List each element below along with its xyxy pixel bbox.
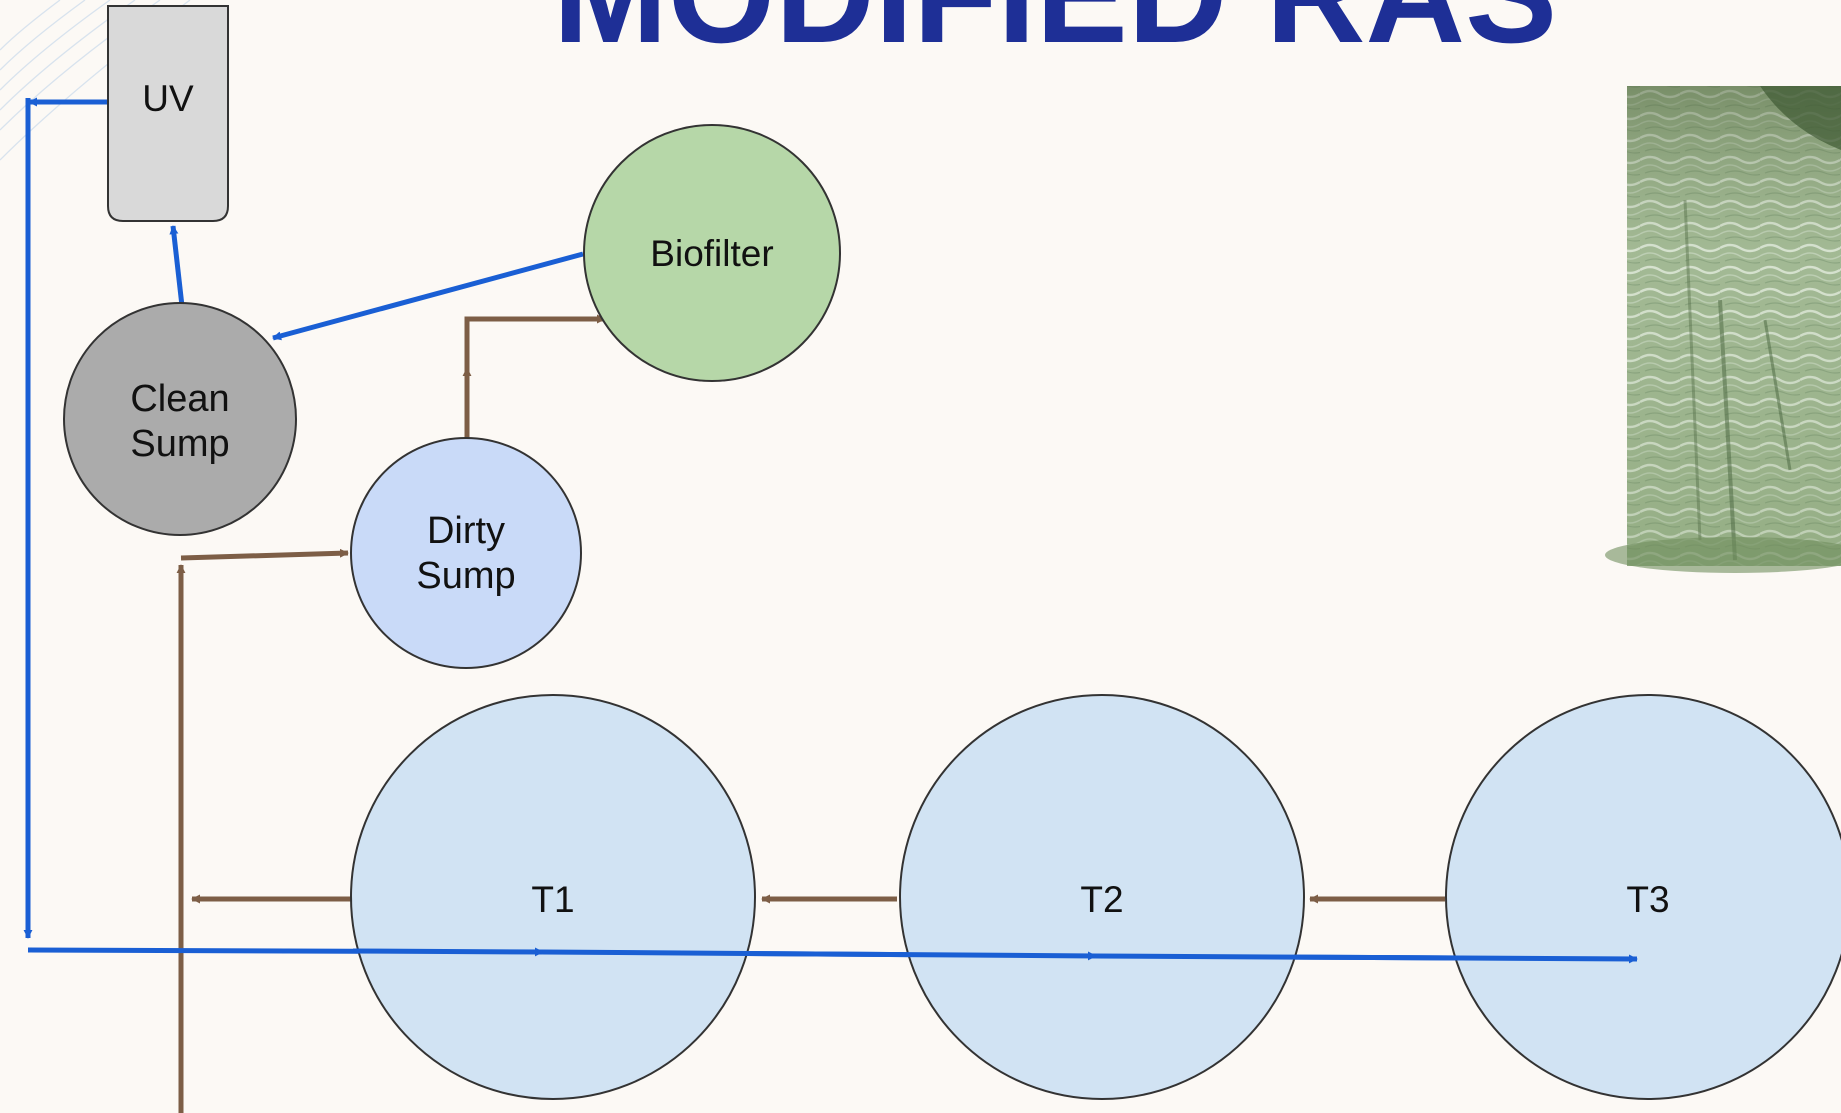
slide-title: MODIFIED RAS xyxy=(553,0,1557,72)
dirty-sump-label-line1: Dirty xyxy=(427,510,505,552)
biofilter-node: Biofilter xyxy=(583,124,841,382)
flow-segment-into-t1 xyxy=(352,947,544,957)
tank-t3-label: T3 xyxy=(1626,879,1669,920)
dirty-sump-node: Dirty Sump xyxy=(350,437,582,669)
clean-sump-label-line2: Sump xyxy=(130,423,229,465)
flow-segment-into-t3 xyxy=(1095,953,1638,964)
flow-arrow-clean-sump-to-uv xyxy=(169,225,185,307)
flow-arrow-to-dirty-sump xyxy=(180,548,349,561)
tank-t2-label: T2 xyxy=(1080,879,1123,920)
flow-arrow-biofilter-to-clean-sump xyxy=(272,251,584,341)
tank-t2: T2 xyxy=(899,694,1305,1100)
flow-arrow-to-biofilter xyxy=(464,314,606,374)
tank-t1: T1 xyxy=(350,694,756,1100)
clean-sump-label-line1: Clean xyxy=(130,378,229,420)
biofilter-label: Biofilter xyxy=(650,233,773,274)
clean-sump-node: Clean Sump xyxy=(63,302,297,536)
clean-water-flow-over-tanks xyxy=(352,947,1638,964)
dirty-water-flow xyxy=(176,314,1445,1113)
uv-label: UV xyxy=(142,78,194,119)
tank-photo xyxy=(1605,86,1841,573)
uv-unit: UV xyxy=(107,5,229,222)
dirty-sump-label-line2: Sump xyxy=(416,555,515,597)
tank-t3: T3 xyxy=(1445,694,1841,1100)
tank-t1-label: T1 xyxy=(531,879,574,920)
flow-segment-into-t2 xyxy=(542,949,1097,961)
